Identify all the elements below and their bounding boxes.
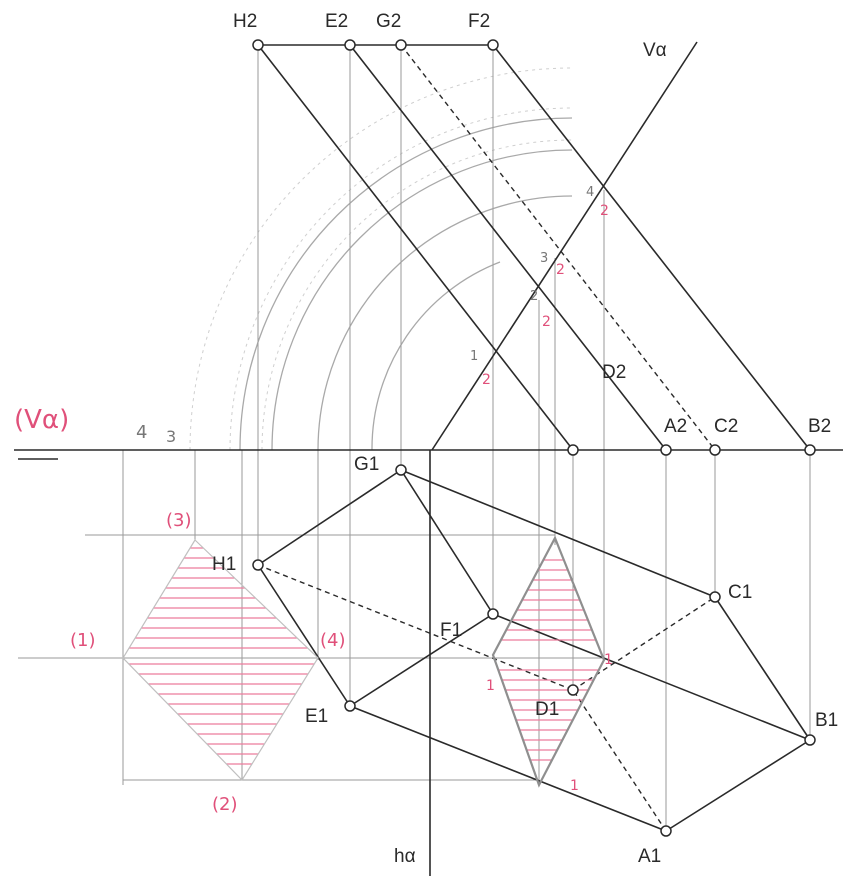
red-1-a: 1 [604,652,613,668]
label-e1: E1 [305,706,328,727]
label-c1: C1 [728,582,752,603]
label-c2: C2 [714,416,738,437]
label-b1: B1 [815,710,838,731]
true-shape-point-1: (1) [70,630,96,651]
v-alpha-trace [431,41,698,451]
true-shape-point-4: (4) [320,630,346,651]
true-shape-point-3: (3) [166,510,192,531]
label-f2: F2 [468,11,490,32]
front-view [257,44,811,451]
label-f1: F1 [440,620,462,641]
label-a2: A2 [664,416,687,437]
label-d1: D1 [535,699,559,720]
top-view [257,469,811,832]
rotation-arcs [189,67,573,451]
red-1-c: 1 [486,678,495,694]
v-alpha-digit-2: 2 [530,289,538,304]
red-2-d: 2 [600,203,609,219]
label-v-alpha: Vα [643,40,667,61]
label-b2: B2 [808,416,831,437]
label-g1: G1 [354,454,379,475]
red-2-c: 2 [556,262,565,278]
label-h-alpha: hα [394,846,416,867]
label-g2: G2 [376,11,401,32]
true-shape-point-2: (2) [212,794,238,815]
axis-mark-4: 4 [136,422,147,443]
true-shape-hatching [123,547,318,765]
red-2-a: 2 [482,372,491,388]
red-2-b: 2 [542,314,551,330]
projection-lines [18,45,811,831]
axis-mark-3: 3 [166,427,176,446]
red-1-b: 1 [570,778,579,794]
true-shape-section [122,539,319,781]
label-h1: H1 [212,554,236,575]
v-alpha-digit-3: 3 [540,251,548,266]
ground-line [14,449,843,460]
handwritten-v-alpha: (Vα) [14,405,69,435]
label-d2: D2 [602,362,626,383]
label-e2: E2 [325,11,348,32]
vertex-points [252,39,816,837]
v-alpha-digit-1: 1 [470,349,478,364]
point-labels: H2 E2 G2 F2 Vα D2 A2 C2 B2 G1 H1 F1 C1 D… [212,11,838,867]
v-alpha-digit-4: 4 [586,185,594,200]
label-h2: H2 [233,11,257,32]
label-a1: A1 [638,846,661,867]
handwritten-notes: (Vα) (1) (2) (3) (4) 1 2 3 4 2 2 2 2 1 1… [14,185,613,815]
